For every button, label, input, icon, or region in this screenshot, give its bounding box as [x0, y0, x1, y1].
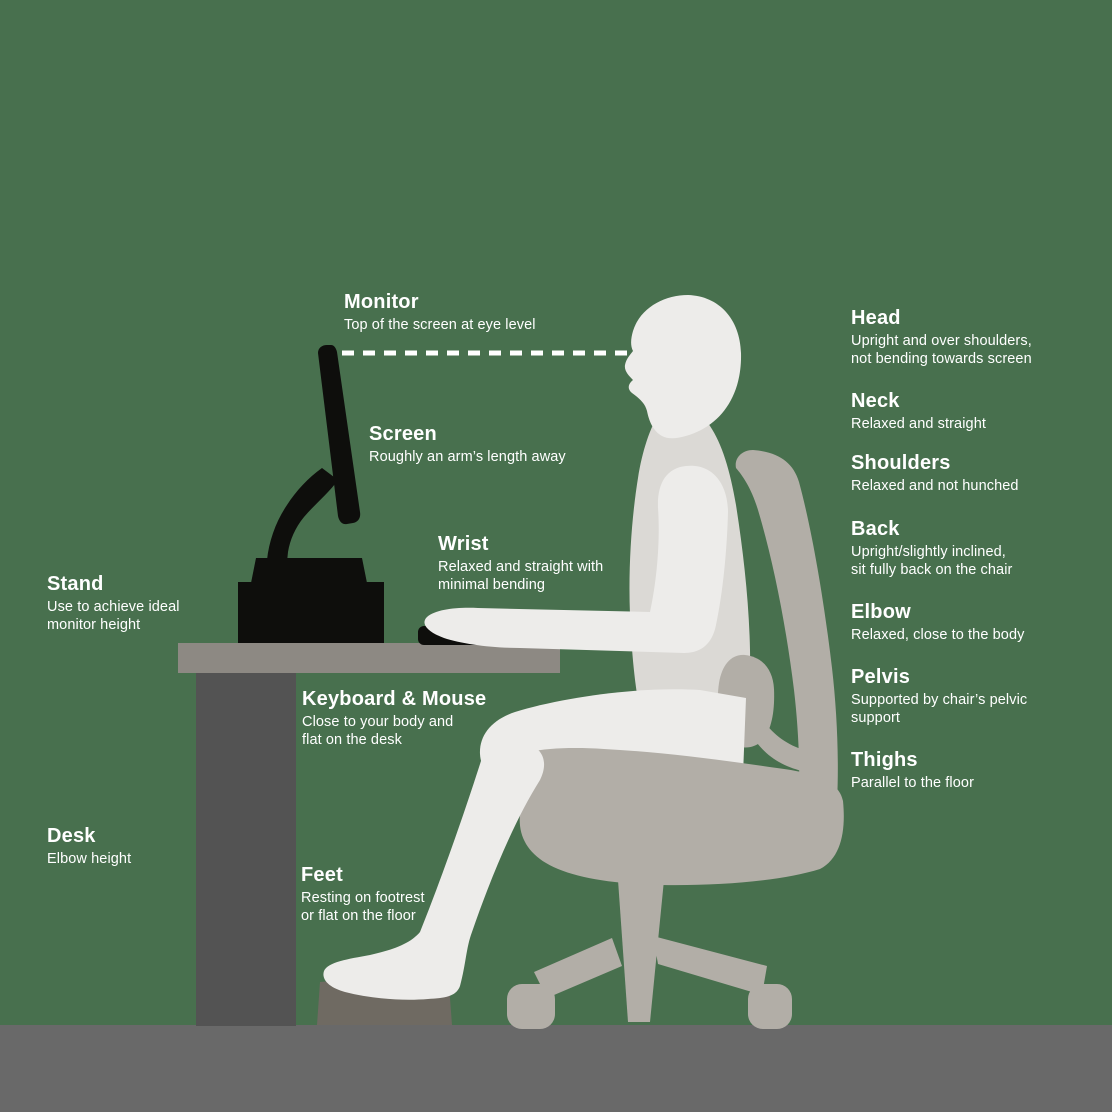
person-head	[624, 295, 742, 439]
label-wrist-desc: Relaxed and straight with minimal bendin…	[438, 559, 604, 593]
chair-leg-left	[534, 938, 622, 998]
label-thighs-desc: Parallel to the floor	[851, 775, 974, 791]
monitor-arm	[267, 468, 338, 562]
label-desk-desc: Elbow height	[47, 851, 132, 867]
label-desk: Desk Elbow height	[47, 825, 131, 868]
label-stand-desc: Use to achieve ideal monitor height	[47, 599, 180, 633]
office-chair	[507, 450, 838, 1029]
label-wrist-title: Wrist	[438, 533, 489, 555]
label-feet: Feet Resting on footrest or flat on the …	[301, 864, 425, 925]
monitor-stand-top	[251, 558, 367, 583]
chair-cylinder	[618, 880, 664, 1022]
label-elbow: Elbow Relaxed, close to the body	[851, 601, 1025, 644]
label-elbow-title: Elbow	[851, 601, 911, 623]
label-monitor: Monitor Top of the screen at eye level	[344, 291, 536, 334]
label-back-desc: Upright/slightly inclined, sit fully bac…	[851, 544, 1013, 578]
monitor-silhouette	[238, 345, 516, 645]
label-stand-title: Stand	[47, 573, 104, 595]
label-shoulders-title: Shoulders	[851, 452, 951, 474]
label-pelvis-desc: Supported by chair’s pelvic support	[851, 692, 1028, 726]
label-monitor-desc: Top of the screen at eye level	[344, 317, 536, 333]
label-head: Head Upright and over shoulders, not ben…	[851, 307, 1032, 368]
chair-backrest	[735, 450, 838, 870]
label-shoulders-desc: Relaxed and not hunched	[851, 478, 1019, 494]
chair-leg-right	[653, 936, 767, 995]
label-thighs-title: Thighs	[851, 749, 918, 771]
label-monitor-title: Monitor	[344, 291, 419, 313]
label-stand: Stand Use to achieve ideal monitor heigh…	[47, 573, 180, 634]
label-wrist: Wrist Relaxed and straight with minimal …	[438, 533, 603, 594]
label-keyboard-mouse: Keyboard & Mouse Close to your body and …	[302, 688, 486, 749]
chair-seat	[519, 748, 844, 886]
floor	[0, 1025, 1112, 1112]
label-pelvis: Pelvis Supported by chair’s pelvic suppo…	[851, 666, 1027, 727]
label-screen-desc: Roughly an arm’s length away	[369, 449, 566, 465]
label-neck-desc: Relaxed and straight	[851, 416, 986, 432]
label-neck: Neck Relaxed and straight	[851, 390, 986, 433]
label-keyboard-mouse-desc: Close to your body and flat on the desk	[302, 714, 454, 748]
desk-leg	[196, 670, 296, 1026]
label-pelvis-title: Pelvis	[851, 666, 911, 688]
label-screen-title: Screen	[369, 423, 437, 445]
label-feet-title: Feet	[301, 864, 343, 886]
label-shoulders: Shoulders Relaxed and not hunched	[851, 452, 1019, 495]
desk-top	[178, 643, 560, 673]
monitor-stand-base	[238, 582, 384, 643]
chair-armrest-link	[752, 724, 808, 771]
label-head-desc: Upright and over shoulders, not bending …	[851, 333, 1032, 367]
label-feet-desc: Resting on footrest or flat on the floor	[301, 890, 425, 924]
label-neck-title: Neck	[851, 390, 900, 412]
label-desk-title: Desk	[47, 825, 96, 847]
person-arm	[424, 465, 728, 653]
label-screen: Screen Roughly an arm’s length away	[369, 423, 566, 466]
chair-wheel-right	[748, 984, 792, 1029]
label-back-title: Back	[851, 518, 900, 540]
chair-wheel-left	[507, 984, 555, 1029]
label-elbow-desc: Relaxed, close to the body	[851, 627, 1025, 643]
monitor-screen	[318, 345, 361, 525]
label-head-title: Head	[851, 307, 901, 329]
person-silhouette	[323, 295, 844, 1000]
person-leg-foot	[323, 739, 545, 1000]
label-back: Back Upright/slightly inclined, sit full…	[851, 518, 1012, 579]
label-thighs: Thighs Parallel to the floor	[851, 749, 974, 792]
label-keyboard-mouse-title: Keyboard & Mouse	[302, 688, 487, 710]
